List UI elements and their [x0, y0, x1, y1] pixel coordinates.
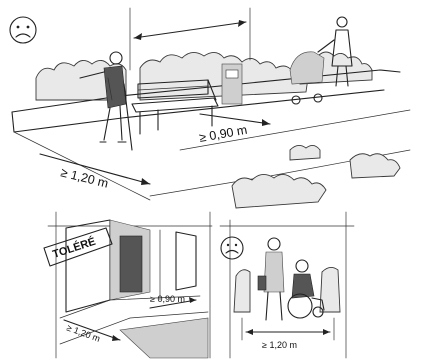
- sad-face-icon: [10, 17, 36, 43]
- large-width-label: ≥ 1,20 m: [65, 322, 101, 343]
- wheelchair-user: [288, 260, 324, 318]
- bottom-left-panel: TOLÉRÉ ≥ 0,90 m ≥ 1,20 m: [44, 212, 212, 358]
- sad-face-icon: [221, 237, 243, 259]
- sidewalk-width-label: ≥ 1,20 m: [59, 165, 110, 190]
- wheelchair-width-label: ≥ 1,20 m: [262, 340, 297, 350]
- top-scene: ≥ 0,90 m ≥ 1,20 m: [10, 8, 410, 208]
- tolere-sign: TOLÉRÉ: [44, 228, 112, 266]
- path-width-label: ≥ 0,90 m: [198, 123, 248, 145]
- trash-bin: [222, 64, 242, 104]
- small-width-label: ≥ 0,90 m: [150, 294, 185, 304]
- standing-person: [258, 238, 284, 320]
- bottom-right-panel: ≥ 1,20 m: [220, 212, 354, 358]
